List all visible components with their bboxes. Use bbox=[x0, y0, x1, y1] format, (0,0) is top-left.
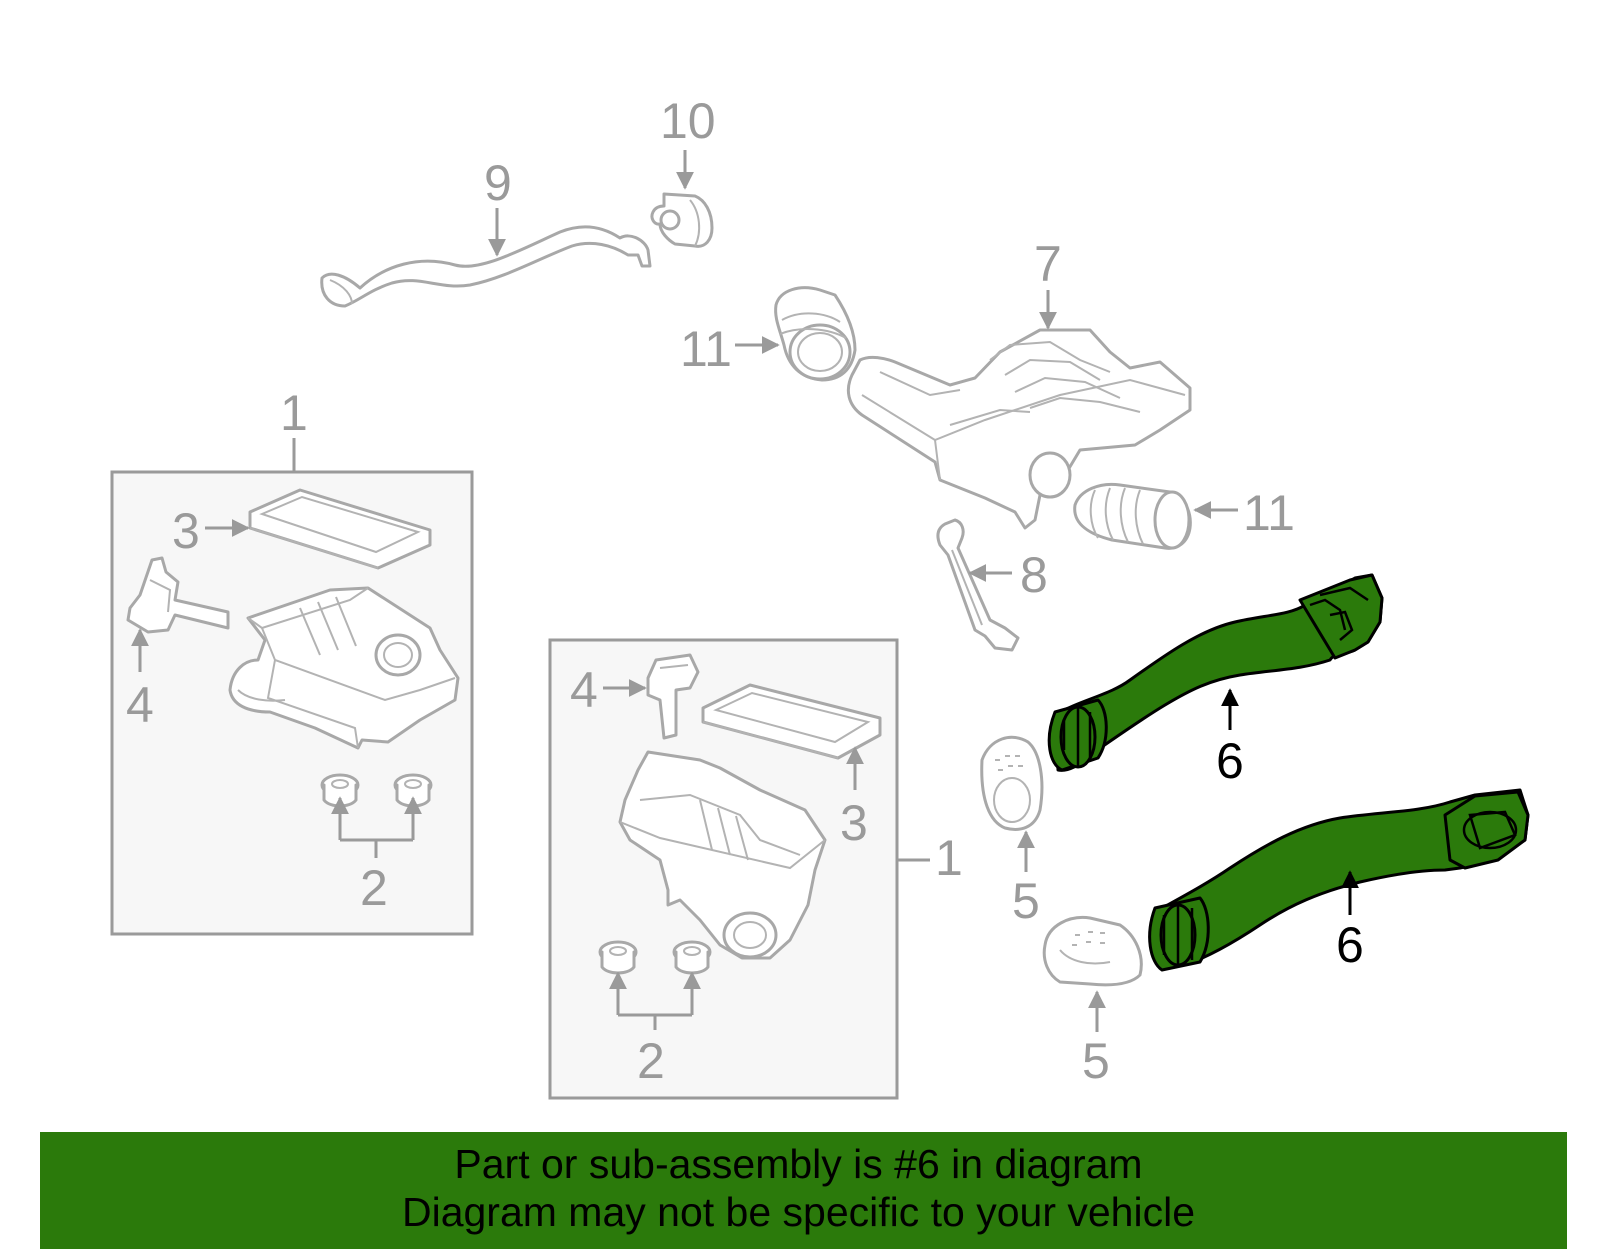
callout-11-left: 11 bbox=[680, 321, 732, 377]
valve-part-10[interactable] bbox=[650, 192, 714, 248]
bracket-part-8[interactable] bbox=[936, 518, 1020, 652]
callout-6-upper: 6 bbox=[1216, 733, 1244, 789]
callout-4-left: 4 bbox=[126, 677, 154, 733]
callout-1-left: 1 bbox=[280, 385, 308, 441]
mass-airflow-sensor-part-4-left[interactable] bbox=[126, 556, 230, 634]
inlet-grille-part-5-upper[interactable] bbox=[980, 735, 1044, 831]
air-filter-part-3-left[interactable] bbox=[248, 488, 432, 570]
info-banner: Part or sub-assembly is #6 in diagram Di… bbox=[40, 1132, 1567, 1249]
banner-part-note: Part or sub-assembly is #6 in diagram bbox=[454, 1141, 1143, 1187]
air-cleaner-housing-right[interactable] bbox=[618, 750, 827, 960]
grommet-part-2-right-b[interactable] bbox=[672, 940, 712, 975]
banner-disclaimer: Diagram may not be specific to your vehi… bbox=[401, 1189, 1195, 1235]
callout-6-lower: 6 bbox=[1336, 917, 1364, 973]
callout-7: 7 bbox=[1034, 236, 1062, 292]
leader-2-left bbox=[331, 796, 422, 858]
hose-coupler-part-11-left[interactable] bbox=[774, 286, 857, 382]
callout-4-right: 4 bbox=[570, 662, 598, 718]
callout-10: 10 bbox=[660, 93, 716, 149]
callout-8: 8 bbox=[1020, 547, 1048, 603]
air-cleaner-housing-left[interactable] bbox=[228, 586, 460, 750]
intake-duct-part-7[interactable] bbox=[846, 328, 1192, 530]
air-duct-part-6-upper[interactable] bbox=[1047, 573, 1384, 772]
callout-2-left: 2 bbox=[360, 860, 388, 916]
air-filter-part-3-right[interactable] bbox=[701, 683, 882, 760]
mass-airflow-sensor-part-4-right[interactable] bbox=[646, 653, 700, 740]
vent-hose-part-9[interactable] bbox=[320, 225, 652, 308]
callout-3-left: 3 bbox=[172, 503, 200, 559]
hose-part-11-right[interactable] bbox=[1073, 482, 1192, 550]
callout-5-upper: 5 bbox=[1012, 873, 1040, 929]
callout-1-right: 1 bbox=[935, 830, 963, 886]
inlet-grille-part-5-lower[interactable] bbox=[1042, 915, 1143, 987]
callout-5-lower: 5 bbox=[1082, 1033, 1110, 1089]
callout-9: 9 bbox=[484, 155, 512, 211]
callout-11-right: 11 bbox=[1243, 485, 1295, 541]
callout-3-right: 3 bbox=[840, 795, 868, 851]
callout-2-right: 2 bbox=[637, 1033, 665, 1089]
grommet-part-2-right-a[interactable] bbox=[598, 940, 638, 975]
leader-2-right bbox=[609, 971, 701, 1030]
